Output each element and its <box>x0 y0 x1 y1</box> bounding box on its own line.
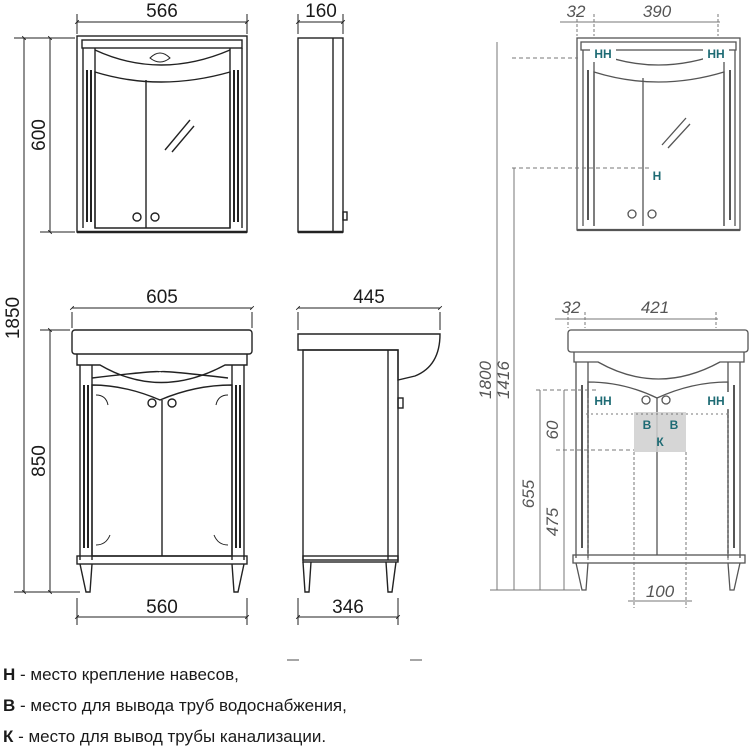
dim-mirror-width: 566 <box>146 1 178 22</box>
legend-key: Н <box>3 665 16 684</box>
dim-height-475: 475 <box>543 507 562 536</box>
mark-mirror-h-center: Н <box>653 169 662 183</box>
legend-key: В <box>3 696 16 715</box>
mark-water-left: В <box>643 418 652 432</box>
dim-mirror-height: 600 <box>29 119 50 151</box>
dim-pipe-span: 100 <box>646 582 675 601</box>
legend-k: К - место для вывод трубы канализации. <box>3 727 326 747</box>
legend-text: - место для вывода труб водоснабжения, <box>15 696 347 715</box>
dim-total-height: 1850 <box>3 297 24 339</box>
marker-boxes <box>590 45 729 409</box>
dim-height-1416: 1416 <box>494 361 513 399</box>
left-dimension-lines <box>14 14 443 625</box>
legend-h: Н - место крепление навесов, <box>3 665 239 685</box>
mirror-side-view <box>297 37 348 234</box>
dim-vanity-top-width: 605 <box>146 287 178 308</box>
dim-height-1800: 1800 <box>476 361 495 399</box>
pipe-outlet-zone <box>634 412 686 452</box>
vanity-mount-view <box>567 329 749 591</box>
mirror-mount-view <box>576 37 741 232</box>
mark-mirror-hh-right: НН <box>707 47 724 61</box>
dim-mirror-span: 390 <box>643 2 672 21</box>
dim-vanity-base-depth: 346 <box>332 597 364 618</box>
mark-vanity-hh-left: НН <box>594 394 611 408</box>
dim-mirror-offset: 32 <box>567 2 586 21</box>
mark-mirror-hh-left: НН <box>594 47 611 61</box>
dim-vanity-span: 421 <box>641 298 669 317</box>
right-dimension-lines <box>490 14 729 608</box>
dim-vanity-height: 850 <box>29 445 50 477</box>
mark-vanity-hh-right: НН <box>707 394 724 408</box>
dim-height-655: 655 <box>519 479 538 508</box>
dim-vanity-top-depth: 445 <box>353 287 385 308</box>
mirror-front-view <box>76 35 248 234</box>
dim-mirror-depth: 160 <box>305 1 337 22</box>
dim-vanity-base-width: 560 <box>146 597 178 618</box>
legend-key: К <box>3 727 14 746</box>
legend-v: В - место для вывода труб водоснабжения, <box>3 696 347 716</box>
dim-height-60: 60 <box>543 420 562 439</box>
vanity-side-view <box>297 333 441 593</box>
legend-text: - место для вывод трубы канализации. <box>13 727 327 746</box>
vanity-front-view <box>71 329 253 593</box>
dim-vanity-offset: 32 <box>562 298 581 317</box>
legend-text: - место крепление навесов, <box>15 665 239 684</box>
mark-sewer: К <box>656 435 664 449</box>
mark-water-right: В <box>670 418 679 432</box>
